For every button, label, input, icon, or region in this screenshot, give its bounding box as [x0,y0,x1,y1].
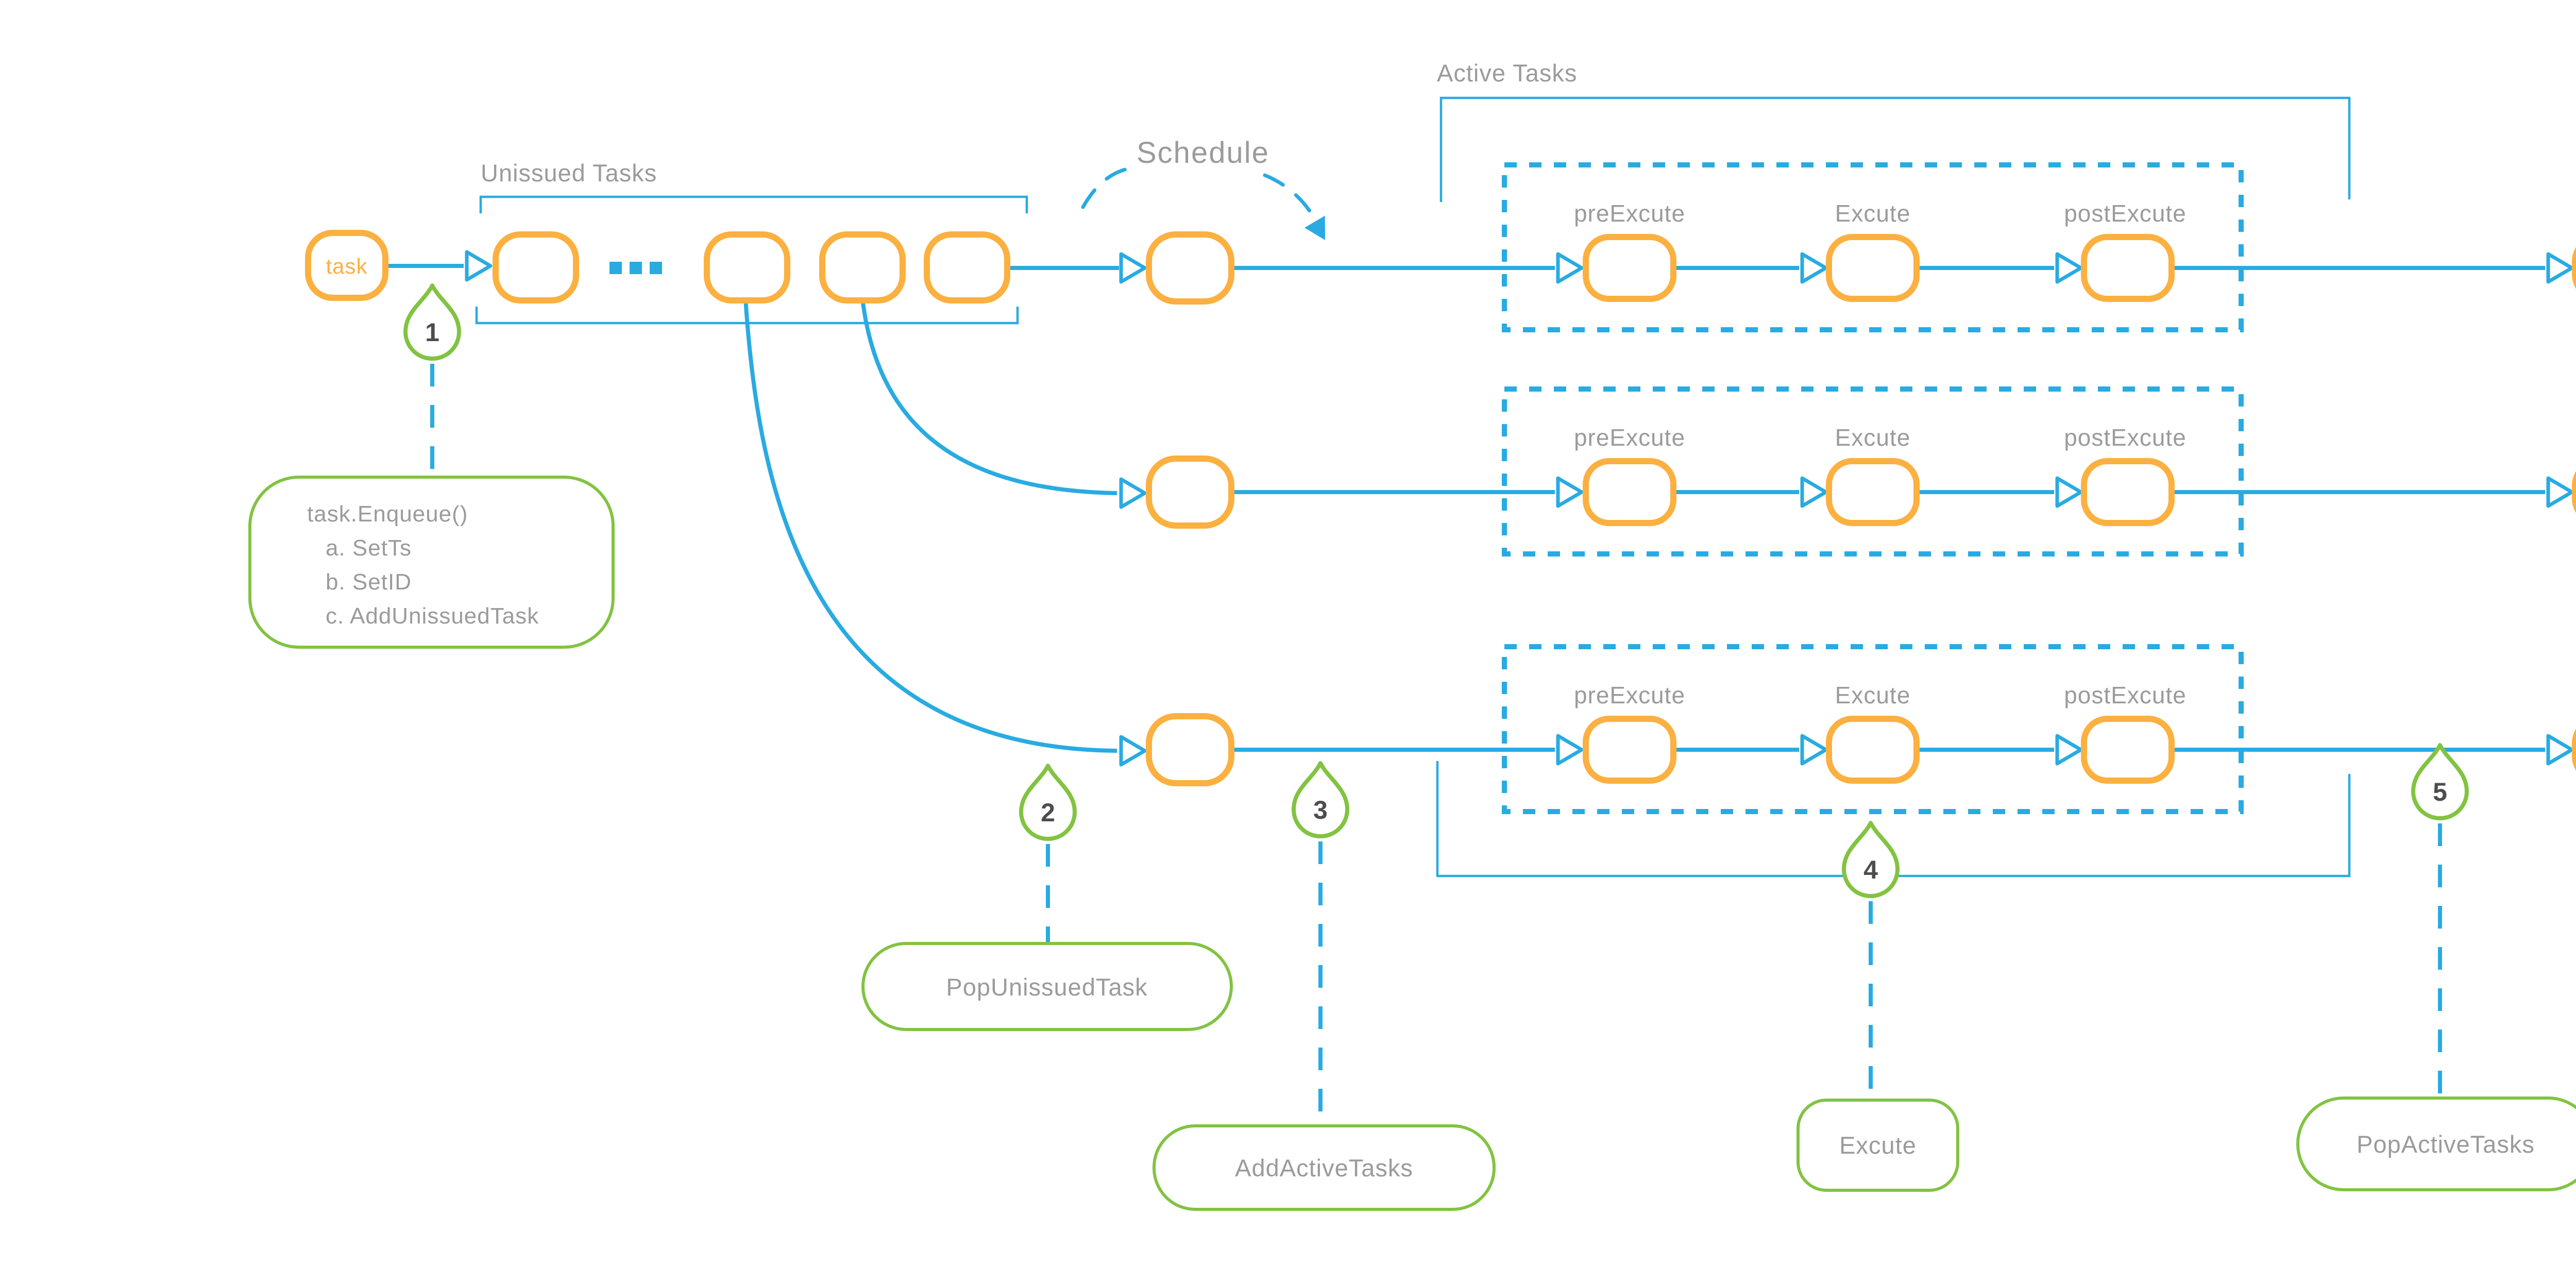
task-node-label: task [326,254,367,278]
unissued-tasks-bracket-top [479,195,1028,213]
annotation-marker-2: 2 [1021,766,1075,839]
stage-node-preexcute-row1 [1583,234,1676,302]
annotation-box-excute: Excute [1797,1099,1959,1192]
annotation-text-setid: b. SetID [326,569,412,595]
active-tasks-label: Active Tasks [1437,59,1577,87]
annotation-text-setts: a. SetTs [326,535,412,561]
stage-node-excute-row1 [1826,234,1920,302]
annotation-marker-4: 4 [1844,823,1897,896]
stage-labels-row3: preExcute Excute postExcute [1574,682,2187,709]
annotation-box-popunissuedtask: PopUnissuedTask [861,942,1233,1031]
annotation-number-3: 3 [1313,796,1328,824]
annotation-number-2: 2 [1041,798,1055,827]
stage-label-postexcute: postExcute [2064,200,2187,227]
queue-node [704,231,790,303]
stage-node-preexcute-row2 [1583,458,1676,526]
stage-box-row1 [1502,162,2244,332]
schedule-arc-left [1081,166,1131,209]
stage-label-preexcute: preExcute [1574,424,1685,451]
stage-node-preexcute-row3 [1583,716,1676,784]
queue-node [493,231,579,303]
annotation-marker-1: 1 [405,285,459,359]
annotation-text-addunissuedtask: c. AddUnissuedTask [326,603,539,629]
active-tasks-bracket-top [1439,96,2351,202]
annotation-text-enqueue: task.Enqueue() [307,501,468,527]
stage-labels-row1: preExcute Excute postExcute [1574,200,2187,227]
stage-node-postexcute-row3 [2081,716,2175,784]
annotation-label-popactivetasks: PopActiveTasks [2357,1131,2535,1158]
schedule-arc-arrowhead [1304,215,1325,240]
stage-label-preexcute: preExcute [1574,682,1685,709]
annotation-label-excute: Excute [1839,1132,1917,1159]
stage-label-preexcute: preExcute [1574,200,1685,227]
stage-node-postexcute-row1 [2081,234,2175,302]
stage-node-postexcute-row2 [2081,458,2175,526]
task-node [305,230,388,301]
flow-curve-queue-to-row2 [860,298,1117,495]
annotation-box-enqueue: task.Enqueue() a. SetTs b. SetID c. AddU… [248,476,615,649]
annotation-number-4: 4 [1863,855,1878,884]
stage-label-postexcute: postExcute [2064,682,2187,709]
stage-label-excute: Excute [1835,200,1911,227]
annotation-label-popunissuedtask: PopUnissuedTask [946,973,1147,1001]
schedule-arc-right [1263,173,1320,227]
unissued-tasks-label: Unissued Tasks [481,159,657,187]
queue-ellipsis [609,262,662,274]
queue-node [924,231,1010,303]
schedule-node-row3 [1146,713,1234,786]
nodes [305,230,2576,786]
stage-label-excute: Excute [1835,682,1911,709]
schedule-node-row1 [1146,231,1234,305]
stage-box-row3 [1502,644,2244,814]
stage-labels-row2: preExcute Excute postExcute [1574,424,2187,451]
annotation-label-addactivetasks: AddActiveTasks [1235,1154,1413,1182]
annotation-number-1: 1 [425,318,439,347]
stage-node-excute-row3 [1826,716,1920,784]
schedule-label: Schedule [1137,136,1269,170]
schedule-gesture [1081,166,1325,240]
queue-node [819,231,906,303]
stage-label-excute: Excute [1835,424,1911,451]
flow-lines [386,264,2545,753]
schedule-node-row2 [1146,456,1234,529]
stage-box-row2 [1502,386,2244,556]
stage-label-postexcute: postExcute [2064,424,2187,451]
annotation-marker-3: 3 [1294,763,1347,836]
annotation-box-addactivetasks: AddActiveTasks [1153,1124,1496,1211]
flow-curve-queue-to-row3 [743,298,1117,753]
stage-node-excute-row2 [1826,458,1920,526]
annotation-number-5: 5 [2433,778,2447,806]
annotation-box-popactivetasks: PopActiveTasks [2296,1097,2576,1191]
annotation-marker-5: 5 [2413,745,2467,818]
